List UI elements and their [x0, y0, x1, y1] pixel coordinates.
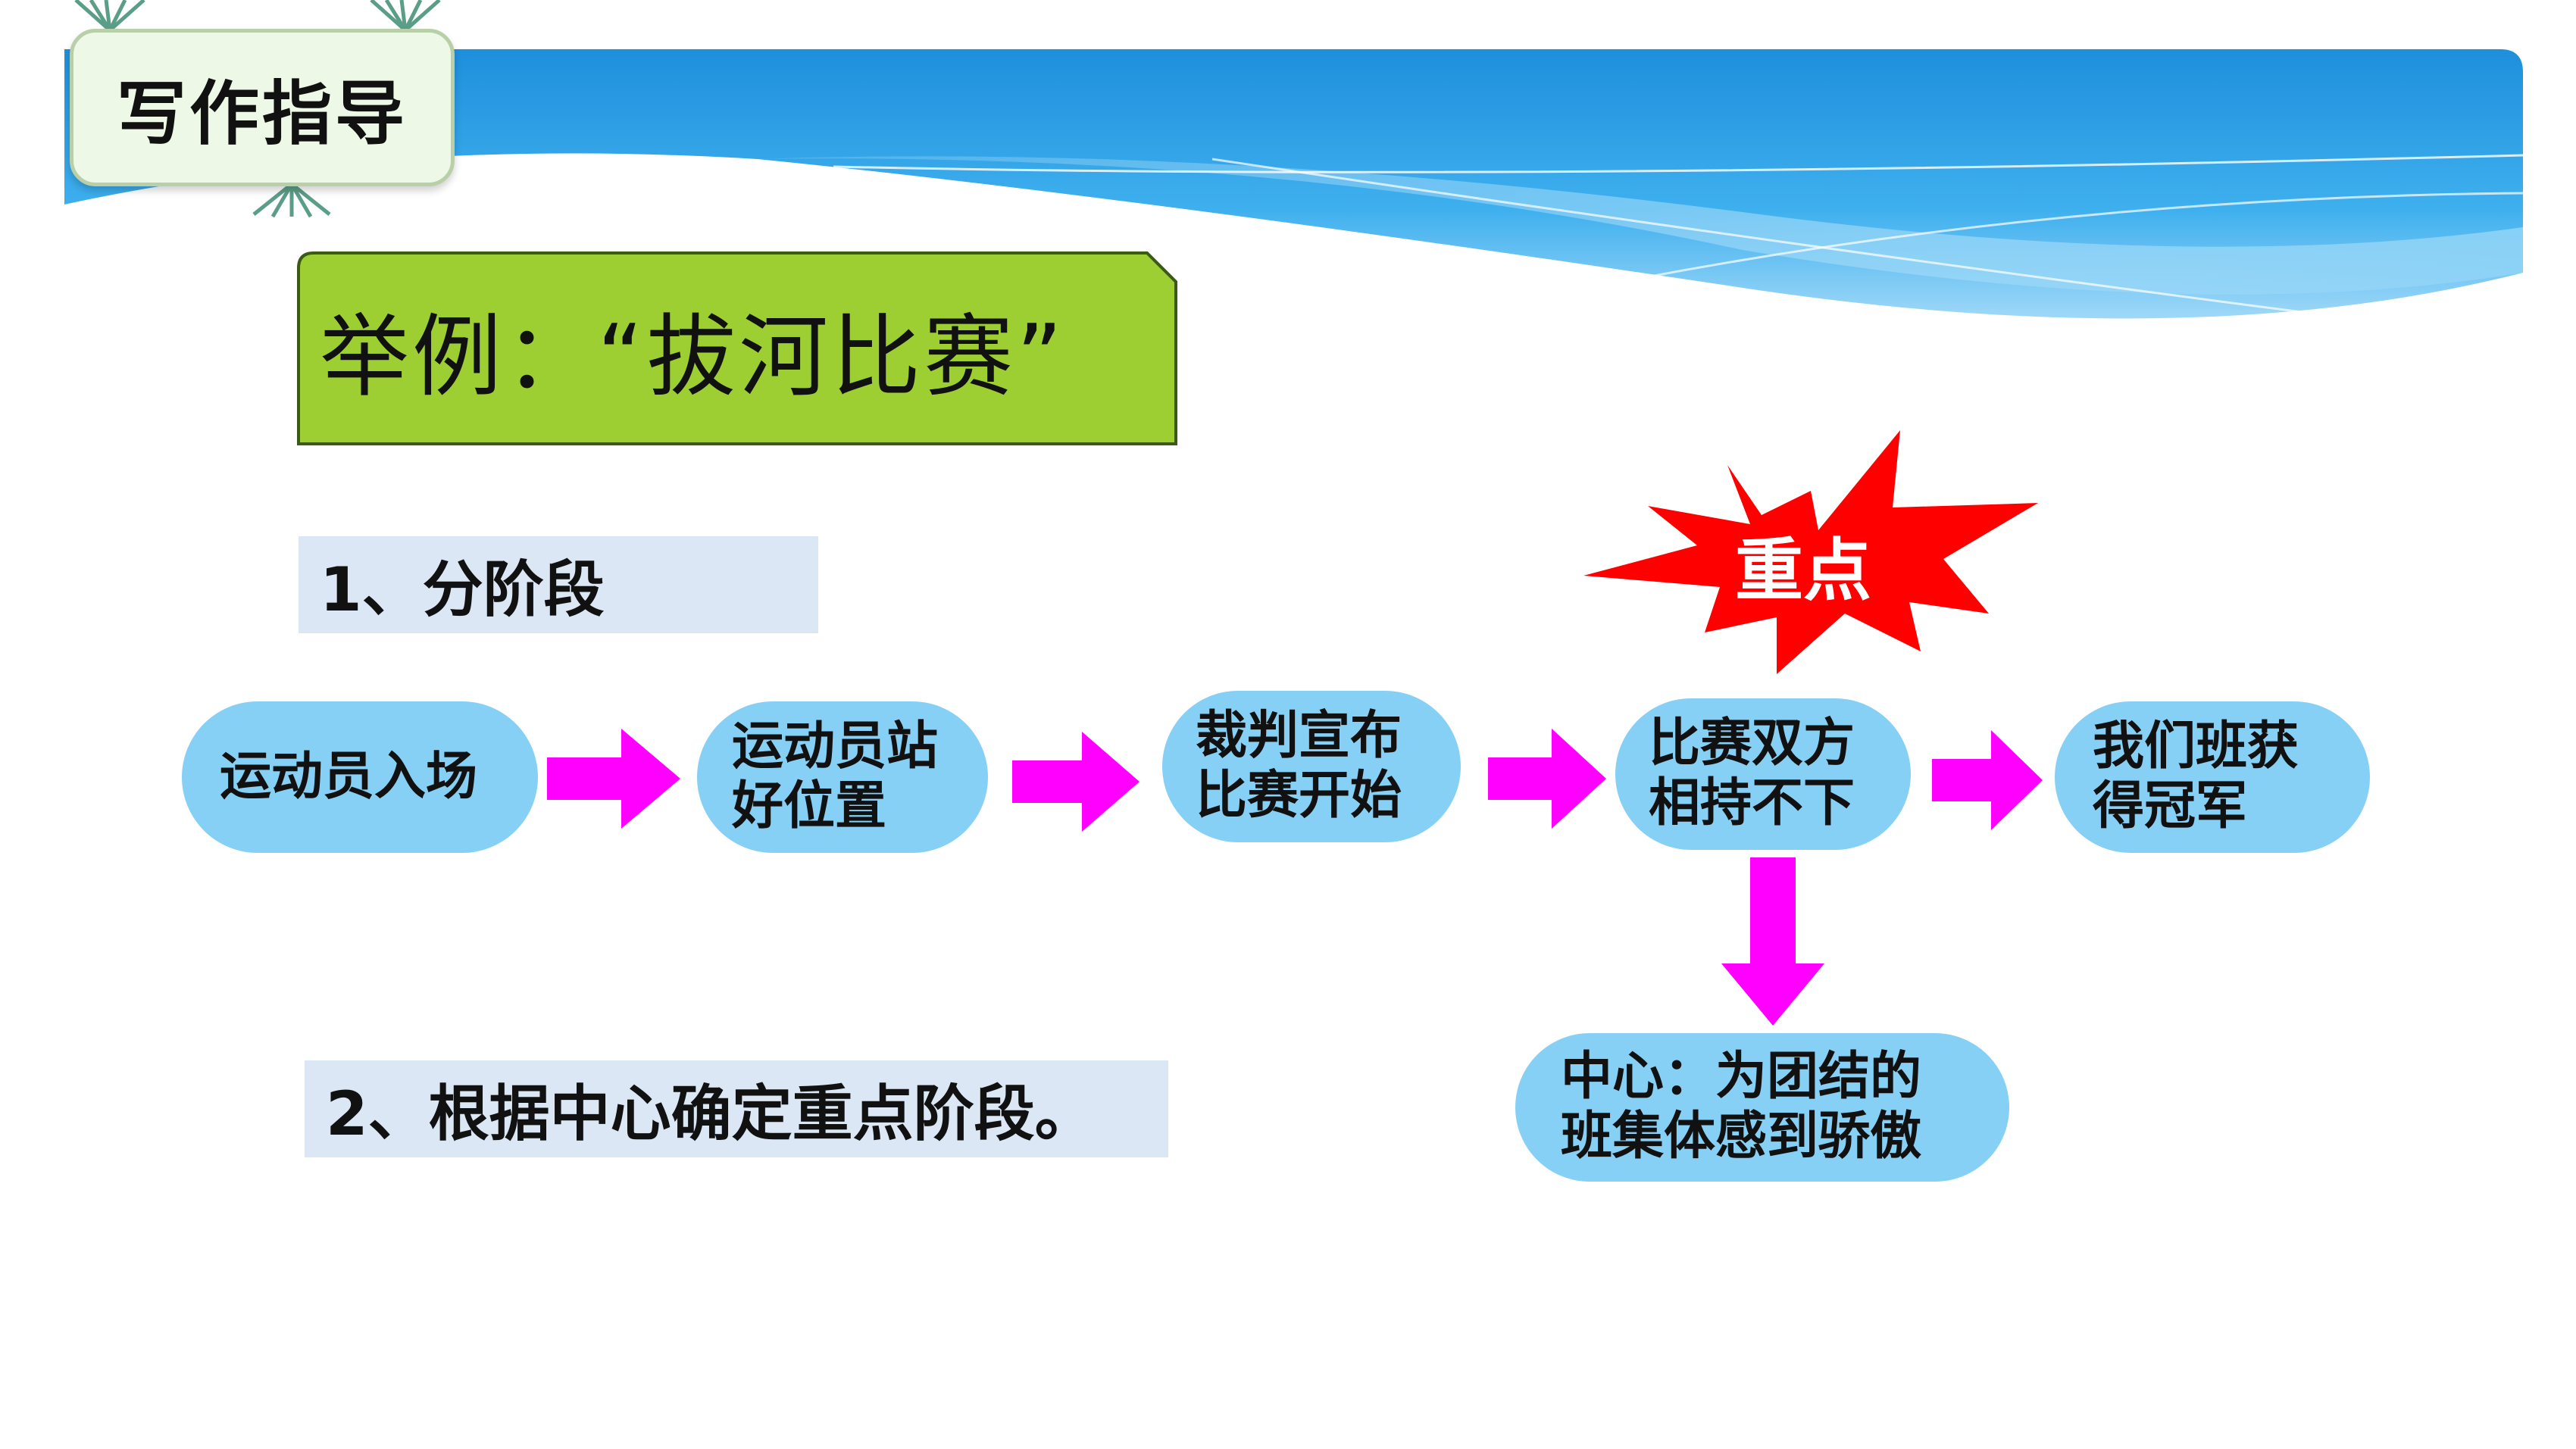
- step2-label: 2、根据中心确定重点阶段。: [305, 1060, 1168, 1157]
- arrow-right-icon: [1488, 729, 1606, 829]
- node-label: 我们班获 得冠军: [2093, 717, 2299, 836]
- leaf-decoration-icon: [74, 0, 145, 32]
- example-title-box: 举例：“拔河比赛”: [297, 251, 1177, 445]
- node-label: 裁判宣布 比赛开始: [1196, 706, 1402, 826]
- flow-node-we-win: 我们班获 得冠军: [2055, 701, 2370, 853]
- example-title: 举例：“拔河比赛”: [320, 304, 1066, 409]
- leaf-decoration-icon: [252, 183, 331, 218]
- center-label: 中心：为团结的 班集体感到骄傲: [1561, 1047, 1922, 1166]
- starburst-icon: [1583, 430, 2038, 674]
- flow-node-stalemate: 比赛双方 相持不下: [1615, 698, 1911, 850]
- flow-node-referee-start: 裁判宣布 比赛开始: [1162, 691, 1461, 842]
- node-label: 运动员入场: [220, 746, 478, 807]
- header-banner: [64, 49, 2524, 320]
- highlight-label: 重点: [1735, 531, 1871, 611]
- flow-node-athletes-enter: 运动员入场: [182, 701, 538, 853]
- arrow-right-icon: [1932, 730, 2043, 830]
- page-title-tab: 写作指导: [70, 29, 455, 186]
- node-label: 运动员站 好位置: [732, 717, 939, 836]
- arrow-right-icon: [1012, 732, 1140, 832]
- arrow-down-icon: [1721, 857, 1824, 1026]
- flow-node-center: 中心：为团结的 班集体感到骄傲: [1515, 1033, 2009, 1182]
- step1-label: 1、分阶段: [299, 536, 818, 633]
- arrow-right-icon: [547, 729, 680, 829]
- node-label: 比赛双方 相持不下: [1649, 714, 1855, 833]
- page-title: 写作指导: [116, 73, 408, 155]
- flow-node-athletes-position: 运动员站 好位置: [697, 701, 988, 853]
- leaf-decoration-icon: [370, 0, 441, 32]
